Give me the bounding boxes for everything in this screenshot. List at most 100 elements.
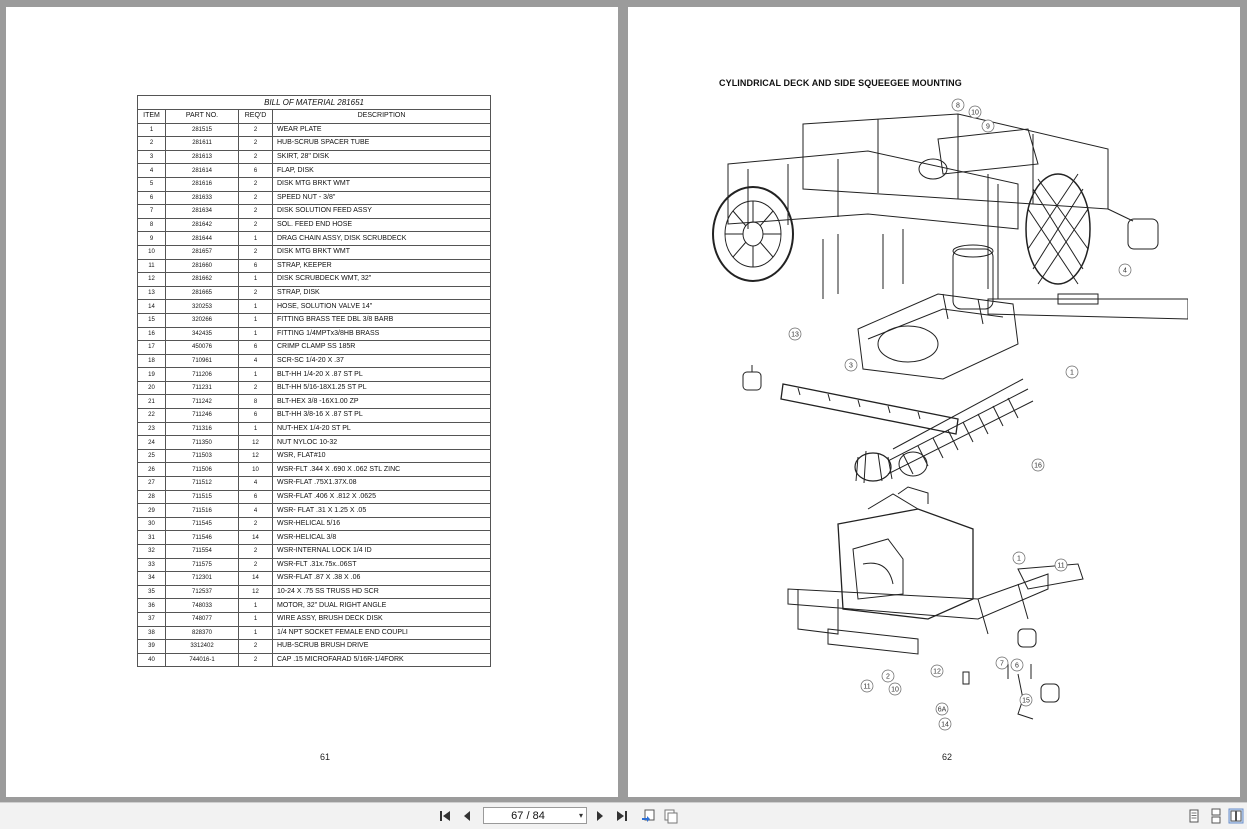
- bom-reqd-cell: 2: [238, 149, 273, 165]
- bom-item-cell: 28: [137, 489, 166, 505]
- bom-reqd-cell: 8: [238, 394, 273, 410]
- bom-item-cell: 19: [137, 367, 166, 382]
- bom-part-no-cell: 744016-1: [165, 652, 239, 668]
- svg-text:13: 13: [791, 332, 799, 339]
- bom-reqd-cell: 2: [238, 190, 273, 206]
- two-page-view-icon[interactable]: [1228, 808, 1244, 824]
- bom-description-cell: WSR-FLAT .75X1.37X.08: [271, 476, 492, 491]
- bom-part-no-cell: 281633: [165, 190, 239, 206]
- bom-description-cell: FLAP, DISK: [271, 163, 492, 178]
- bom-reqd-cell: 2: [238, 176, 273, 192]
- svg-text:11: 11: [863, 684, 870, 691]
- prev-page-icon[interactable]: [459, 808, 475, 824]
- single-page-view-icon[interactable]: [1186, 808, 1202, 824]
- bom-part-no-cell: 711350: [165, 435, 239, 450]
- continuous-view-icon[interactable]: [1208, 808, 1224, 824]
- last-page-icon[interactable]: [614, 808, 630, 824]
- bom-description-cell: DRAG CHAIN ASSY, DISK SCRUBDECK: [271, 231, 492, 246]
- bom-item-cell: 39: [137, 639, 166, 654]
- bom-part-no-cell: 711242: [165, 394, 239, 410]
- bom-part-no-cell: 281613: [165, 149, 239, 165]
- bom-reqd-cell: 12: [238, 435, 273, 450]
- callout-4: 4: [1118, 263, 1132, 277]
- bom-description-cell: BLT-HEX 3/8 -16X1.00 ZP: [271, 394, 492, 410]
- bom-reqd-cell: 1: [238, 272, 273, 287]
- bom-item-cell: 18: [137, 353, 166, 369]
- page-number-input[interactable]: [484, 808, 572, 823]
- bom-item-cell: 5: [137, 176, 166, 192]
- viewer-toolbar: ▾: [0, 802, 1247, 829]
- bom-item-cell: 3: [137, 149, 166, 165]
- bom-reqd-cell: 4: [238, 503, 273, 518]
- right-page: CYLINDRICAL DECK AND SIDE SQUEEGEE MOUNT…: [628, 7, 1240, 797]
- bom-part-no-cell: 3312402: [165, 639, 239, 654]
- page-number-left: 61: [320, 752, 331, 762]
- bom-reqd-cell: 12: [238, 448, 273, 464]
- bom-item-cell: 13: [137, 285, 166, 301]
- bom-item-cell: 16: [137, 326, 166, 342]
- callout-10b: 10: [888, 682, 902, 696]
- next-page-icon[interactable]: [592, 808, 608, 824]
- bom-item-cell: 10: [137, 244, 166, 260]
- bom-item-cell: 17: [137, 340, 166, 355]
- bom-description-cell: HUB-SCRUB SPACER TUBE: [271, 136, 492, 151]
- bom-part-no-cell: 712301: [165, 571, 239, 586]
- callout-8: 8: [951, 98, 965, 112]
- bom-header-row: ITEM PART NO. REQ'D DESCRIPTION: [137, 109, 492, 124]
- bom-reqd-cell: 1: [238, 299, 273, 314]
- bom-item-cell: 36: [137, 598, 166, 613]
- bom-part-no-cell: 711554: [165, 544, 239, 559]
- svg-text:6A: 6A: [938, 707, 947, 714]
- bom-item-cell: 14: [137, 299, 166, 314]
- bom-item-cell: 27: [137, 476, 166, 491]
- back-icon[interactable]: [640, 808, 656, 824]
- chevron-down-icon[interactable]: ▾: [578, 811, 583, 820]
- bom-item-cell: 9: [137, 231, 166, 246]
- bom-part-no-cell: 711512: [165, 476, 239, 491]
- bom-item-cell: 1: [137, 122, 166, 138]
- bom-item-cell: 37: [137, 611, 166, 627]
- svg-text:3: 3: [849, 363, 853, 370]
- bill-of-material-table: BILL OF MATERIAL 281651 ITEM PART NO. RE…: [136, 95, 492, 668]
- svg-text:10: 10: [891, 687, 899, 694]
- svg-text:2: 2: [886, 674, 890, 681]
- bom-item-cell: 12: [137, 272, 166, 287]
- bom-description-cell: BLT-HH 5/16-18X1.25 ST PL: [271, 380, 492, 396]
- callout-13: 13: [788, 327, 802, 341]
- callout-6: 6: [1010, 658, 1024, 672]
- bom-part-no-cell: 712537: [165, 584, 239, 600]
- bom-reqd-cell: 1: [238, 625, 273, 641]
- bom-part-no-cell: 342435: [165, 326, 239, 342]
- bom-reqd-cell: 1: [238, 231, 273, 246]
- bom-reqd-cell: 6: [238, 489, 273, 505]
- bom-item-cell: 20: [137, 380, 166, 396]
- bom-item-cell: 31: [137, 530, 166, 545]
- bom-description-cell: CAP .15 MICROFARAD 5/16R-1/4FORK: [271, 652, 492, 668]
- bom-part-no-cell: 281665: [165, 285, 239, 301]
- svg-text:1: 1: [1017, 556, 1021, 563]
- bom-description-cell: FITTING BRASS TEE DBL 3/8 BARB: [271, 312, 492, 328]
- page-number-field[interactable]: ▾: [483, 807, 587, 824]
- bom-description-cell: WSR-HELICAL 3/8: [271, 530, 492, 545]
- first-page-icon[interactable]: [437, 808, 453, 824]
- forward-icon[interactable]: [663, 808, 679, 824]
